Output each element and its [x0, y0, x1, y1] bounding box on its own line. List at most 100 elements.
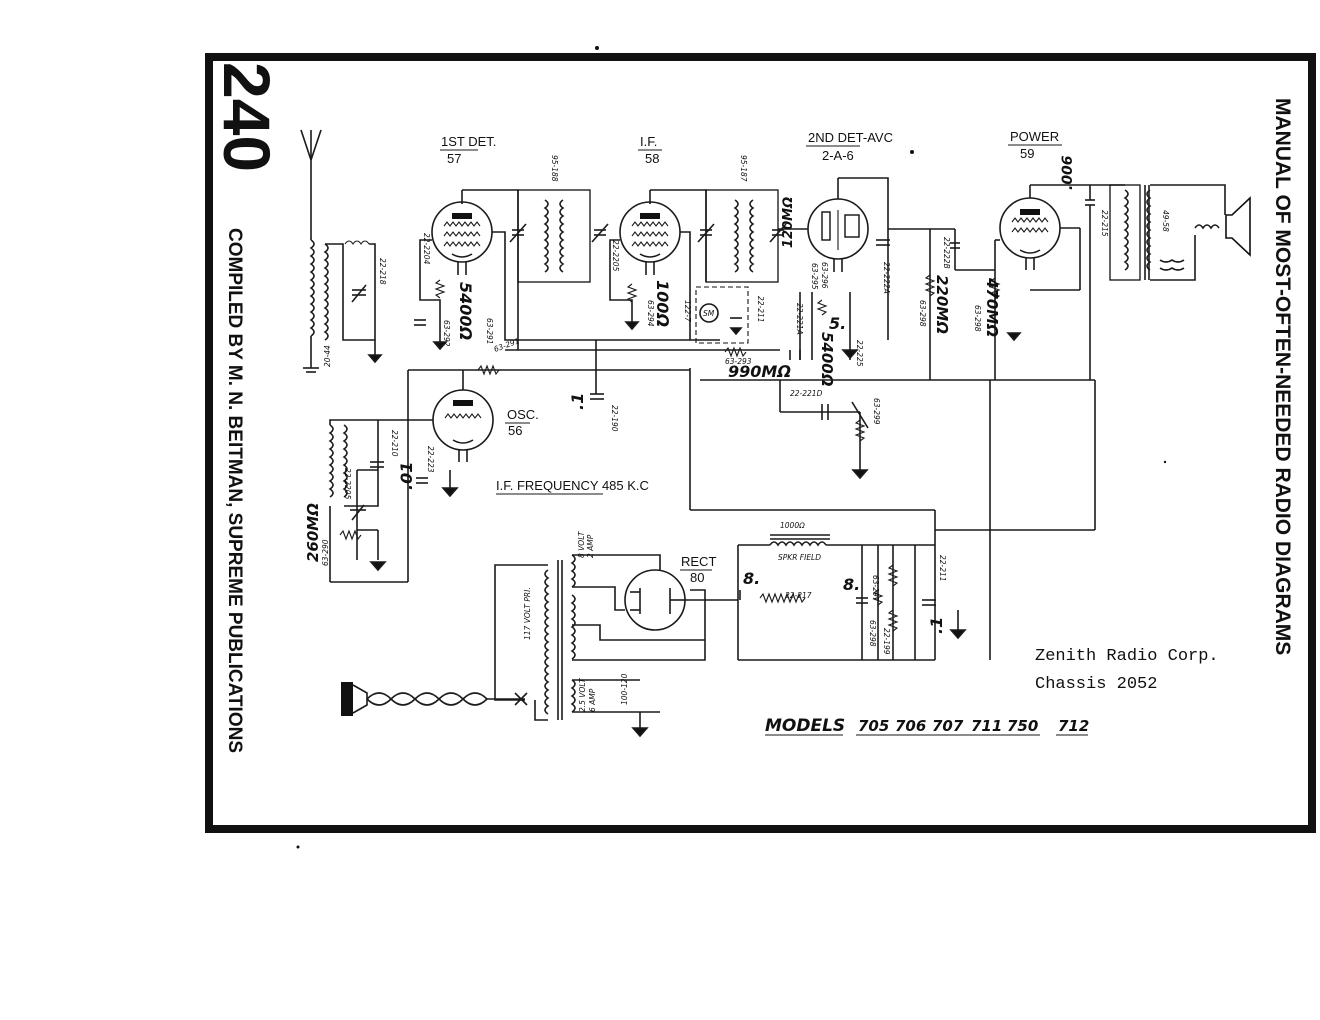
- value-8-a: 8.: [743, 569, 760, 588]
- models-line: MODELS 705 706 707 711 750 712: [765, 716, 1089, 736]
- part-63-291-b: 63-291: [493, 336, 521, 354]
- part-22-190: 22-190: [610, 405, 619, 432]
- power-label: POWER: [1010, 129, 1059, 144]
- part-63-292: 63-292: [442, 320, 451, 347]
- if-transformer-1: [517, 189, 591, 283]
- det1-type: 57: [447, 151, 461, 166]
- page-number: 240: [210, 62, 284, 172]
- model-3: 711: [971, 717, 1002, 735]
- filament-8-volt: 8 VOLT: [577, 530, 586, 558]
- filament-2-5-volt: 2.5 VOLT: [578, 677, 587, 712]
- primary-117-volt: 117 VOLT PRI.: [523, 587, 532, 640]
- part-22-222-a: 22-222A: [882, 262, 891, 294]
- det2-type: 2-A-6: [822, 148, 854, 163]
- part-22-210: 22-210: [390, 430, 399, 457]
- osc-coil-2: [342, 424, 348, 498]
- osc-label: OSC.: [507, 407, 539, 422]
- line-100-120: 100-120: [620, 673, 629, 705]
- value-220: 220MΩ: [933, 275, 951, 334]
- part-22-218: 22-218: [378, 258, 387, 285]
- speaker-part: 49-58: [1161, 210, 1170, 232]
- manual-title: MANUAL OF MOST-OFTEN-NEEDED RADIO DIAGRA…: [1271, 98, 1294, 655]
- part-22-2205: 22-2205: [611, 240, 620, 272]
- part-63-299: 63-299: [872, 398, 881, 425]
- speaker-field-coil: [1159, 259, 1185, 271]
- value-990: 990MΩ: [728, 362, 791, 381]
- osc-coil-1: [328, 424, 334, 498]
- page-frame: [205, 53, 1316, 833]
- part-63-297: 63-297: [871, 575, 880, 602]
- filament-6-amp: 6 AMP: [588, 688, 597, 712]
- part-22-211-b: 22-211: [938, 555, 947, 582]
- part-22-205-b: 22-2205: [343, 468, 352, 500]
- part-22-222-b: 22-222B: [942, 237, 951, 269]
- maker-name: Zenith Radio Corp.: [1035, 647, 1219, 666]
- antenna-coil: [309, 239, 315, 337]
- if-transformer-2: [705, 189, 779, 283]
- power-transformer: [494, 554, 706, 721]
- speaker-field: [738, 534, 935, 547]
- value-1-a: .1: [568, 393, 587, 410]
- part-22-221-d: 22-221D: [790, 389, 823, 398]
- part-22-215: 22-215: [1100, 210, 1109, 237]
- part-22-217: 22-217: [785, 591, 812, 600]
- part-22-211-a: 22-211: [756, 296, 765, 323]
- model-4: 750: [1007, 717, 1038, 735]
- if-frequency: I.F. FREQUENCY 485 K.C: [496, 478, 649, 493]
- value-01: .01: [397, 462, 416, 490]
- if-type: 58: [645, 151, 659, 166]
- part-63-290: 63-290: [321, 539, 330, 566]
- value-470: 470MΩ: [983, 277, 1001, 337]
- osc-type: 56: [508, 423, 522, 438]
- speaker-cone: [1225, 196, 1251, 257]
- bus-lines: [408, 349, 1095, 510]
- tube-1st-det: [431, 201, 493, 263]
- part-63-298-b: 63-298: [868, 620, 877, 647]
- part-63-294: 63-294: [646, 300, 655, 327]
- models-label: MODELS: [765, 716, 845, 736]
- part-20-44: 20-44: [323, 345, 332, 367]
- b-plus-bus: [690, 380, 1096, 660]
- value-5: 5.: [829, 314, 846, 333]
- ground-antenna: [303, 367, 319, 373]
- part-22-2204: 22-2204: [422, 233, 431, 265]
- part-63-296: 63-296: [820, 262, 829, 289]
- tube-power: [999, 197, 1061, 259]
- part-22-199: 22-199: [882, 628, 891, 655]
- part-63-291: 63-291: [485, 318, 494, 345]
- rect-label: RECT: [681, 554, 716, 569]
- sm-dashed-box: [695, 286, 749, 344]
- part-22-225: 22-225: [855, 340, 864, 367]
- value-8-b: 8.: [843, 575, 860, 594]
- line-plug: [341, 682, 528, 716]
- part-63-293: 63-293: [725, 357, 752, 366]
- model-5: 712: [1058, 717, 1089, 735]
- part-95-187: 95-187: [739, 155, 748, 182]
- chassis-number: Chassis 2052: [1035, 675, 1157, 694]
- part-122-7: 122-7: [683, 300, 692, 322]
- field-resistance: 1000Ω: [780, 521, 805, 530]
- value-260: 260MΩ: [304, 503, 322, 562]
- filament-2-amp: 2 AMP: [586, 534, 595, 558]
- part-63-295: 63-295: [810, 263, 819, 290]
- power-type: 59: [1020, 146, 1034, 161]
- value-120: 120MΩ: [781, 197, 796, 248]
- value-006: .006: [1060, 155, 1076, 190]
- rect-type: 80: [690, 570, 704, 585]
- antenna-symbol: [300, 129, 322, 240]
- part-22-223: 22-223: [426, 446, 435, 473]
- value-5400-b: 5400Ω: [818, 332, 836, 387]
- value-100: 100Ω: [653, 280, 672, 327]
- model-1: 706: [895, 717, 926, 735]
- part-95-188: 95-188: [550, 155, 559, 182]
- sm-label: SM: [703, 309, 715, 318]
- det1-label: 1ST DET.: [441, 134, 496, 149]
- part-63-298: 63-298: [918, 300, 927, 327]
- value-5400-a: 5400Ω: [456, 282, 475, 340]
- sm-meter: [699, 303, 719, 323]
- secondary-coil: [323, 243, 329, 341]
- det2-label: 2ND DET-AVC: [808, 130, 893, 145]
- output-transformer: [1109, 184, 1141, 281]
- model-2: 707: [932, 717, 964, 735]
